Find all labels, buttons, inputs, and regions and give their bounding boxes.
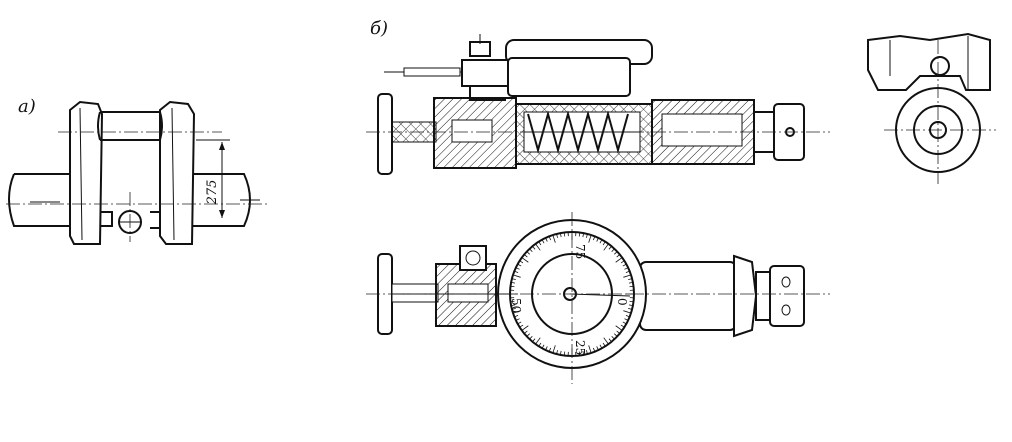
dial-tick: [564, 232, 565, 236]
dial-label-50: 50: [509, 298, 523, 313]
view-b-section: б): [366, 18, 830, 174]
dial-tick: [630, 286, 634, 287]
dial-label-0: 0: [615, 298, 629, 306]
view-a-label: а): [18, 96, 36, 117]
plan-view: 75 50 25 0: [366, 212, 830, 384]
dial-label-25: 25: [573, 340, 587, 355]
plan-end-knob: [770, 266, 804, 326]
view-a-yoke: [70, 102, 194, 244]
dial-label-75: 75: [573, 244, 587, 259]
dimension-275: 275: [196, 140, 230, 218]
anvil-disk: [378, 94, 436, 174]
dial-tick: [564, 352, 565, 356]
clamp-screw-head: [460, 246, 486, 270]
dial-tick: [510, 286, 514, 287]
dial-tick: [579, 232, 580, 236]
side-view: [868, 34, 996, 184]
plan-hex-nut: [734, 256, 756, 336]
dial-tick: [630, 301, 634, 302]
plan-body-tube: [640, 262, 736, 330]
indicator-head: [384, 34, 652, 100]
dimension-275-value: 275: [205, 180, 220, 206]
view-b-label: б): [370, 18, 388, 39]
view-a-assembly: а) 2: [6, 96, 270, 244]
